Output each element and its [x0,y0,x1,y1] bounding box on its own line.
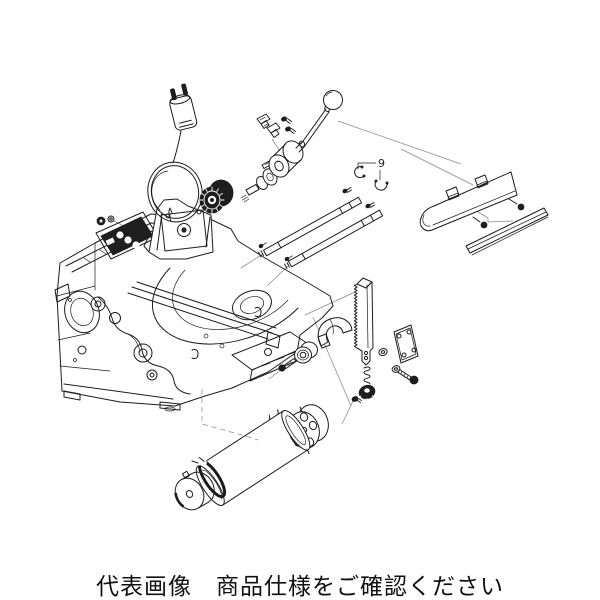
power-cord-assembly [147,83,203,223]
handle-assembly [256,90,343,178]
knurled-knob [199,179,234,214]
hex-bolt [391,365,419,385]
cover-plate [393,324,419,364]
cover-screws [96,215,115,226]
callout-9: 9 [378,157,385,170]
grooved-nut [358,384,376,402]
cord [172,130,182,164]
support-rods: 9 [258,157,389,269]
c-hook [317,317,353,349]
support-rod-upper [258,187,362,258]
power-plug [169,83,198,131]
end-cap [174,470,215,511]
guide-lines [113,120,514,441]
die-head-cylinder-group [174,404,329,511]
support-rod-lower [284,202,384,269]
handle-lever [300,90,343,148]
rack-bar [353,277,374,366]
retainer-ring [191,456,227,499]
small-washer [378,347,388,357]
chip-guard [419,171,518,232]
clamp-parts [256,113,296,138]
top-bracket [143,198,214,260]
roller-bolt [278,358,297,372]
handle-ball [323,90,343,110]
spring [363,366,371,385]
machine-body [54,198,334,412]
retaining-clips [354,165,389,191]
hub-collar [268,140,306,178]
roller [294,341,318,364]
carriage-rack-parts [278,277,419,403]
wear-strip [465,207,549,256]
caption-text: 代表画像 商品仕様をご確認ください [96,573,504,599]
brand-badge [95,211,159,260]
plug-screw [351,396,362,403]
guard-screws [472,198,525,229]
chip-guard-assembly [419,171,549,256]
cylinder [195,409,311,506]
